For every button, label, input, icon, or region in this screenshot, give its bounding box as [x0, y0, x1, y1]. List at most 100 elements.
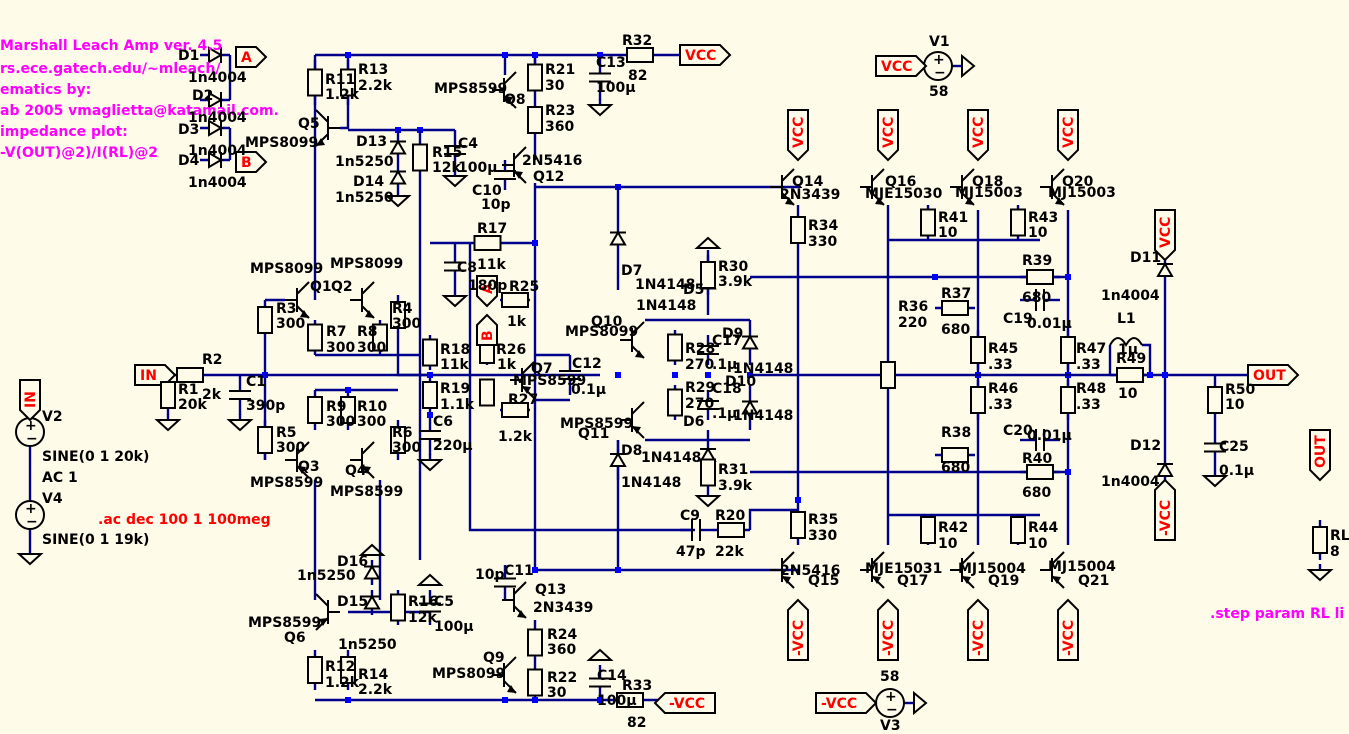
ground-icon	[586, 99, 614, 117]
value-d3: 1n4004	[188, 143, 247, 159]
junction-dot	[532, 240, 538, 246]
value-d5: 1N4148	[636, 298, 696, 314]
junction-dot	[672, 372, 678, 378]
value-c10: 10p	[481, 197, 511, 213]
capacitor-c1	[229, 390, 251, 400]
ref-l1: L1	[1117, 311, 1136, 327]
value-d13: 1n5250	[335, 154, 394, 170]
ref-c17: C17	[712, 333, 742, 349]
ref-r50: R50	[1225, 382, 1256, 398]
capacitor-c25	[1204, 442, 1226, 453]
value-q17: MJE15031	[865, 561, 942, 577]
ref-r20: R20	[715, 508, 746, 524]
diode-d15	[363, 594, 381, 610]
resistor-r11	[307, 68, 323, 97]
ref-r6: R6	[392, 425, 413, 441]
wire	[521, 361, 535, 375]
v2-name: V2	[42, 409, 63, 425]
note-line-4: ab 2005 vmaglietta@katamail.com.	[0, 103, 279, 119]
value-r6: 300	[392, 440, 421, 456]
value-r49: 10	[1118, 386, 1138, 402]
junction-dot	[597, 697, 603, 703]
ref-q11: Q11	[578, 426, 609, 442]
wire	[296, 441, 310, 455]
ref-r26: R26	[496, 342, 526, 358]
value-c12: 0.1µ	[571, 382, 606, 398]
wire	[1051, 168, 1065, 182]
resistor-r29	[667, 388, 683, 417]
resistor-r7	[307, 323, 323, 352]
ref-d8: D8	[621, 443, 642, 459]
vee-flag-q15	[787, 598, 809, 661]
resistor-r46	[970, 386, 986, 414]
diode-d4	[208, 151, 223, 169]
junction-dot	[597, 52, 603, 58]
ref-r35: R35	[808, 512, 838, 528]
flag-a-1	[235, 46, 268, 68]
ref-r11: R11	[325, 72, 355, 88]
ref-c14: C14	[597, 668, 627, 684]
wire	[361, 441, 375, 455]
flag-a-2-text: A	[480, 283, 496, 294]
value-r11: 1.2k	[325, 87, 360, 103]
transistor-q7	[510, 361, 535, 399]
ref-c9: C9	[680, 508, 700, 524]
diode-d9	[741, 334, 759, 350]
value-r38: 680	[941, 460, 970, 476]
ref-r18: R18	[440, 342, 470, 358]
value-r13: 2.2k	[358, 78, 393, 94]
ref-q10: Q10	[591, 314, 623, 330]
vcc-flag-q20-text: VCC	[1061, 117, 1077, 148]
junction-dot	[427, 372, 433, 378]
vee-flag-q17-text: -VCC	[881, 620, 897, 656]
ref-r27: R27	[508, 392, 538, 408]
value-q12: 2N5416	[522, 153, 582, 169]
ground-icon	[1201, 470, 1229, 488]
ref-q20: Q20	[1062, 174, 1094, 190]
resistor-r13	[340, 68, 356, 97]
ref-r10: R10	[357, 399, 388, 415]
ref-r19: R19	[440, 381, 470, 397]
value-r20: 22k	[715, 544, 744, 560]
v4-value: SINE(0 1 19k)	[42, 532, 149, 548]
resistor-r25	[501, 292, 529, 308]
value-q4: MPS8599	[330, 484, 403, 500]
ground-icon	[441, 290, 469, 308]
diode-d3	[208, 119, 223, 137]
ref-q12: Q12	[533, 169, 564, 185]
resistor-r16	[390, 593, 406, 622]
ref-c20: C20	[1003, 423, 1033, 439]
value-r37: 680	[941, 322, 970, 338]
value-q2: MPS8099	[330, 256, 403, 272]
ref-q2: Q2	[331, 279, 353, 295]
ref-r4: R4	[392, 301, 413, 317]
value-q16: MJE15030	[865, 186, 943, 202]
supply-arrow-icon	[416, 573, 444, 586]
note-line-5: impedance plot:	[0, 124, 128, 140]
ground-icon	[694, 490, 722, 508]
value-c18: .1µ	[712, 406, 737, 422]
capacitor-c17	[697, 345, 719, 355]
diode-d16	[363, 564, 381, 580]
value-q8: MPS8599	[434, 81, 507, 97]
value-r21: 30	[545, 78, 565, 94]
wire	[631, 401, 645, 415]
value-r15: 12k	[432, 160, 461, 176]
vcc-flag-v1	[875, 55, 928, 77]
value-c13: 100µ	[596, 80, 636, 96]
ref-r42: R42	[938, 520, 968, 536]
note-line-1: Marshall Leach Amp ver. 4.5	[0, 38, 222, 54]
source-v2-minus: −	[26, 431, 38, 447]
source-v2-plus: +	[25, 418, 37, 434]
ref-r34: R34	[808, 218, 839, 234]
value-r24: 360	[547, 642, 576, 658]
value-r39: 680	[1022, 290, 1051, 306]
value-r2: 2k	[202, 387, 222, 403]
junction-dot	[932, 274, 938, 280]
value-r8: 300	[357, 340, 386, 356]
resistor-r3	[257, 306, 273, 334]
resistor-r27b	[501, 402, 529, 418]
ground-icon	[226, 414, 254, 432]
resistor-r19	[422, 381, 438, 409]
